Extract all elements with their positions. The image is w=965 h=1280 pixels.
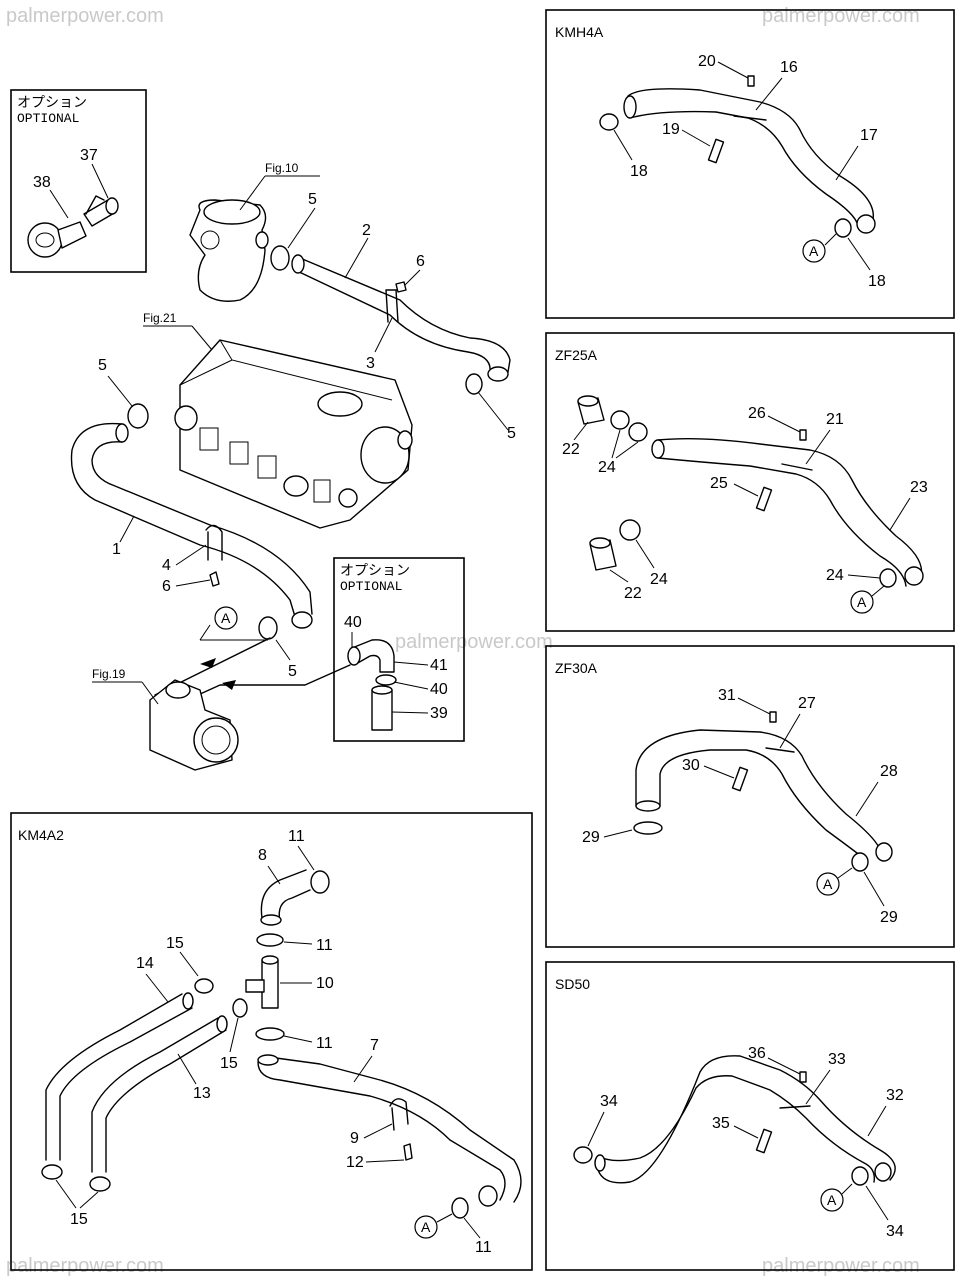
optional-title-jp: オプション <box>17 94 87 110</box>
callout-28: 28 <box>880 763 898 780</box>
watermark-top-right: palmerpower.com <box>762 5 920 27</box>
fig21-label: Fig.21 <box>143 311 177 325</box>
callout-9: 9 <box>350 1130 359 1147</box>
callout-34-a: 34 <box>600 1093 618 1110</box>
callout-40-a: 40 <box>344 614 362 631</box>
callout-14: 14 <box>136 955 154 972</box>
callout-11-c: 11 <box>316 1035 333 1052</box>
drain-cock-part <box>27 195 119 258</box>
km4a2-title: KM4A2 <box>18 827 64 843</box>
callout-31: 31 <box>718 687 736 704</box>
callout-22-a: 22 <box>562 441 580 458</box>
connector-a-kmh4a: A <box>809 243 819 259</box>
panel-zf30a: ZF30A 31 27 30 28 29 A 29 <box>545 645 955 948</box>
kmh4a-title: KMH4A <box>555 24 604 40</box>
callout-12: 12 <box>346 1154 364 1171</box>
callout-24-b: 24 <box>650 571 668 588</box>
callout-5-c: 5 <box>98 357 107 374</box>
callout-5-d: 5 <box>288 663 297 680</box>
callout-4: 4 <box>162 557 171 574</box>
callout-29-b: 29 <box>880 909 898 926</box>
callout-18-a: 18 <box>630 163 648 180</box>
connector-a-zf30a: A <box>823 876 833 892</box>
callout-11-a: 11 <box>288 828 305 845</box>
main-assembly: Fig.10 5 2 6 3 5 <box>70 161 516 771</box>
callout-24-c: 24 <box>826 567 844 584</box>
callout-24-a: 24 <box>598 459 616 476</box>
watermark-bottom-right: palmerpower.com <box>762 1255 920 1277</box>
optional-panel-mid: オプション OPTIONAL 40 41 40 39 <box>333 557 465 742</box>
callout-21: 21 <box>826 411 844 428</box>
callout-3: 3 <box>366 355 375 372</box>
optional-panel-top: オプション OPTIONAL 38 37 <box>10 89 147 273</box>
fig10-label: Fig.10 <box>265 161 299 175</box>
callout-19: 19 <box>662 121 680 138</box>
optional-title-en: OPTIONAL <box>17 111 79 126</box>
callout-13: 13 <box>193 1085 211 1102</box>
callout-36: 36 <box>748 1045 766 1062</box>
callout-2: 2 <box>362 222 371 239</box>
water-pump <box>149 679 239 771</box>
callout-38: 38 <box>33 174 51 191</box>
callout-18-b: 18 <box>868 273 886 290</box>
callout-11-b: 11 <box>316 937 333 954</box>
callout-39: 39 <box>430 705 448 722</box>
connector-a-main: A <box>221 610 231 626</box>
connector-a-km4a2: A <box>421 1219 431 1235</box>
zf30a-title: ZF30A <box>555 660 598 676</box>
callout-32: 32 <box>886 1087 904 1104</box>
callout-23: 23 <box>910 479 928 496</box>
callout-20: 20 <box>698 53 716 70</box>
optional-mid-title-jp: オプション <box>340 562 410 578</box>
fig19-label: Fig.19 <box>92 667 126 681</box>
callout-15-c: 15 <box>70 1211 88 1228</box>
callout-5-a: 5 <box>308 191 317 208</box>
watermark-top-left: palmerpower.com <box>6 5 164 27</box>
callout-11-d: 11 <box>475 1239 492 1256</box>
sd50-title: SD50 <box>555 976 590 992</box>
watermark-bottom-left: palmerpower.com <box>6 1255 164 1277</box>
engine-cylinder-head <box>174 339 413 529</box>
callout-34-b: 34 <box>886 1223 904 1240</box>
panel-kmh4a: KMH4A 20 16 19 17 18 A 18 <box>545 9 955 319</box>
panel-km4a2: KM4A2 11 8 11 10 15 15 11 14 <box>10 812 533 1271</box>
callout-27: 27 <box>798 695 816 712</box>
callout-33: 33 <box>828 1051 846 1068</box>
callout-29-a: 29 <box>582 829 600 846</box>
callout-8: 8 <box>258 847 267 864</box>
callout-26: 26 <box>748 405 766 422</box>
panel-sd50: SD50 36 33 34 32 35 A 34 <box>545 961 955 1271</box>
thermostat-housing <box>189 199 269 302</box>
callout-5-b: 5 <box>507 425 516 442</box>
callout-15-b: 15 <box>220 1055 238 1072</box>
callout-6-a: 6 <box>416 253 425 270</box>
callout-37: 37 <box>80 147 98 164</box>
callout-16: 16 <box>780 59 798 76</box>
callout-41: 41 <box>430 657 448 674</box>
callout-30: 30 <box>682 757 700 774</box>
callout-22-b: 22 <box>624 585 642 602</box>
callout-1: 1 <box>112 541 121 558</box>
connector-a-zf25a: A <box>857 594 867 610</box>
zf25a-title: ZF25A <box>555 347 598 363</box>
connector-a-sd50: A <box>827 1192 837 1208</box>
callout-25: 25 <box>710 475 728 492</box>
callout-17: 17 <box>860 127 878 144</box>
callout-6-b: 6 <box>162 578 171 595</box>
callout-40-b: 40 <box>430 681 448 698</box>
watermark-center: palmerpower.com <box>395 631 553 653</box>
callout-10: 10 <box>316 975 334 992</box>
callout-7: 7 <box>370 1037 379 1054</box>
panel-zf25a: ZF25A 26 21 22 24 25 23 24 24 22 <box>545 332 955 632</box>
callout-35: 35 <box>712 1115 730 1132</box>
callout-15-a: 15 <box>166 935 184 952</box>
optional-mid-title-en: OPTIONAL <box>340 579 402 594</box>
